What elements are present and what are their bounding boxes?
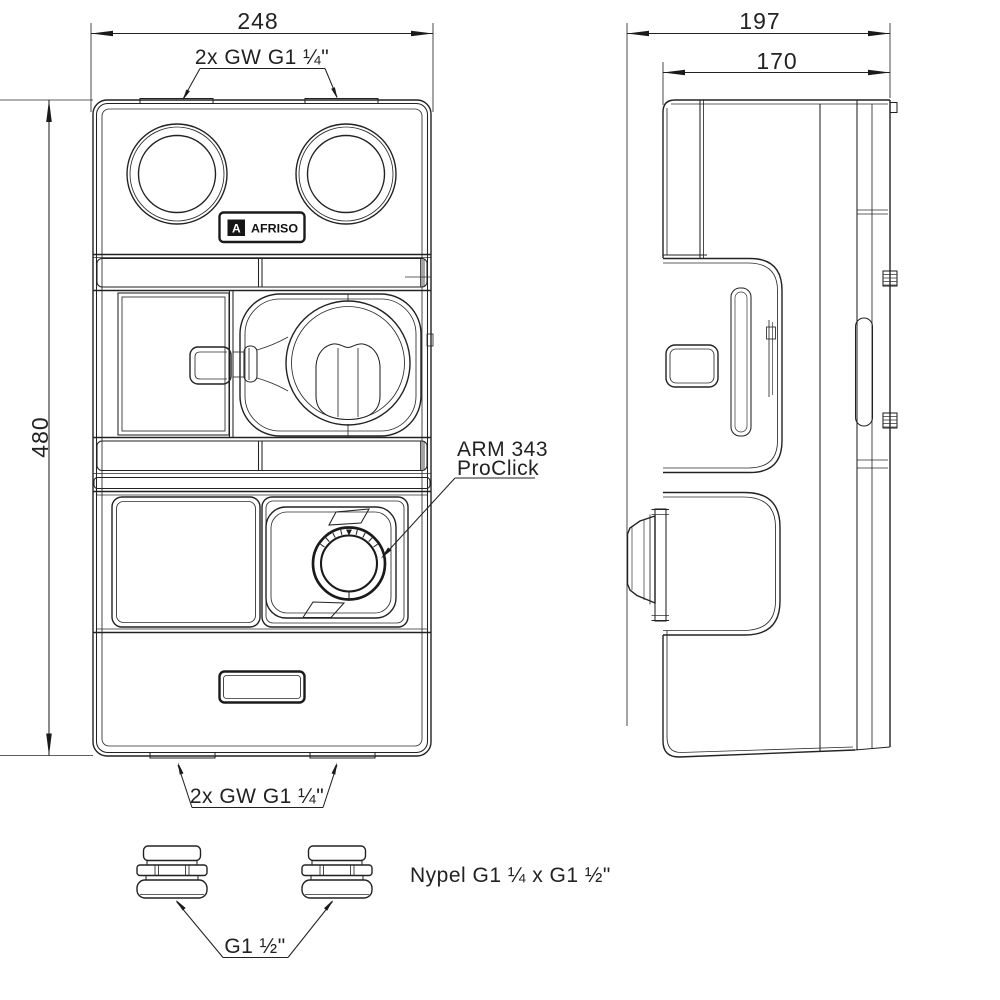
- ports-bottom-callout: 2x GW G1 ¼": [177, 762, 338, 809]
- pump-section: [117, 290, 422, 438]
- ports-top-callout: 2x GW G1 ¼": [182, 46, 338, 101]
- fitting-right: [301, 845, 373, 899]
- logo-a-letter: A: [232, 221, 241, 235]
- adjust-screw-top: [882, 270, 898, 287]
- dim-height-text: 480: [27, 416, 53, 457]
- logo-a-icon: [227, 219, 245, 236]
- pump-head: [285, 300, 411, 426]
- front-body: [92, 97, 432, 759]
- logo-text: AFRISO: [251, 222, 298, 236]
- dimension-depth-170: 170: [662, 48, 890, 105]
- front-view: 480 248 2x GW G1 ¼" 2x GW G1 ¼": [0, 8, 548, 809]
- thread-callout: G1 ½": [176, 900, 333, 959]
- side-body: [626, 99, 898, 758]
- fitting-left: [136, 845, 208, 899]
- pump-neck: [243, 345, 258, 383]
- back-clip: [889, 101, 898, 114]
- dimension-width-248: 248: [90, 8, 434, 112]
- ports-top-text: 2x GW G1 ¼": [195, 46, 329, 69]
- adjust-screw-bottom: [882, 412, 898, 429]
- dim-depth-body-text: 170: [756, 48, 797, 74]
- dimension-height-480: 480: [0, 99, 93, 756]
- pump-rotor-plug: [315, 343, 381, 421]
- annotation-arm343: ARM 343 ProClick: [381, 438, 548, 559]
- pump-protrusion: [663, 257, 783, 474]
- control-section: [111, 496, 409, 628]
- dial-ticks: [320, 529, 378, 548]
- side-view: 197 170: [626, 8, 898, 758]
- name-plate: [218, 670, 306, 704]
- side-knob: [626, 508, 669, 622]
- dim-width-text: 248: [237, 8, 278, 34]
- bracket-slot: [854, 317, 874, 427]
- brand-logo: A AFRISO: [218, 211, 306, 244]
- dial-pointer: [346, 529, 352, 536]
- annotation-line2: ProClick: [457, 457, 539, 480]
- side-control-box: [663, 491, 781, 636]
- pump-body: [239, 293, 422, 437]
- dim-depth-total-text: 197: [739, 8, 780, 34]
- thread-label-text: G1 ½": [224, 935, 285, 958]
- section-lines: [93, 253, 434, 634]
- mounting-tab: [189, 346, 232, 385]
- dial-knob: [311, 526, 387, 601]
- dimension-depth-197: 197: [626, 8, 891, 726]
- port-circle-right: [295, 123, 397, 225]
- fittings: G1 ½" Nypel G1 ¼ x G1 ½": [136, 845, 611, 959]
- side-pipe-tab: [665, 344, 719, 388]
- fitting-name-text: Nypel G1 ¼ x G1 ½": [410, 864, 611, 887]
- ports-bottom-text: 2x GW G1 ¼": [190, 785, 324, 808]
- port-circle-left: [126, 123, 228, 225]
- annotation-line1: ARM 343: [457, 438, 548, 461]
